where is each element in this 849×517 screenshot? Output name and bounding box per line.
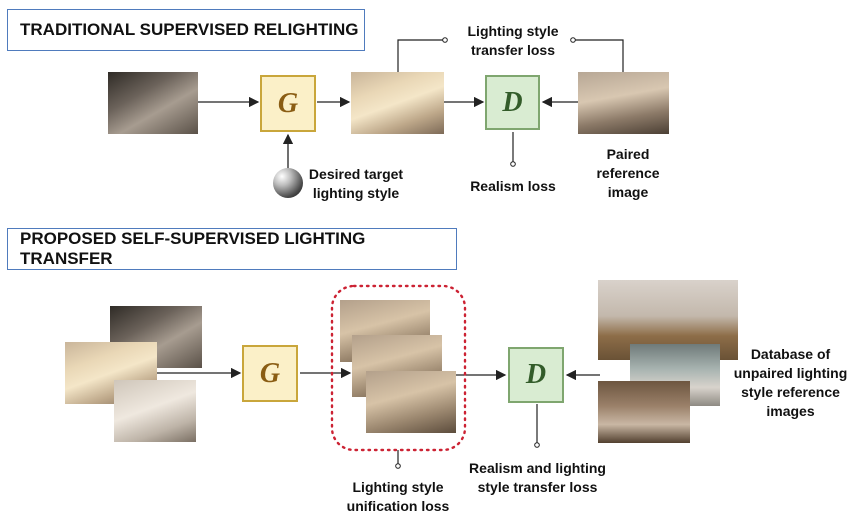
dotted-group-outline bbox=[330, 284, 467, 452]
database-label: Database of unpaired lighting style refe… bbox=[733, 346, 848, 419]
section-title-traditional: TRADITIONAL SUPERVISED RELIGHTING bbox=[7, 9, 365, 51]
line-output-to-transfer-loss bbox=[397, 39, 443, 72]
realism-loss-label: Realism loss bbox=[470, 178, 556, 194]
relit-output-image bbox=[351, 72, 444, 134]
generator-label: G bbox=[259, 357, 281, 389]
lighting-sphere-icon bbox=[273, 168, 303, 198]
discriminator-box: D bbox=[485, 75, 540, 130]
discriminator-label: D bbox=[525, 359, 547, 390]
discriminator-label: D bbox=[502, 86, 523, 118]
generator-label: G bbox=[277, 87, 299, 119]
discriminator-box: D bbox=[508, 347, 564, 403]
database-image-3 bbox=[598, 381, 690, 443]
section-title-proposed: PROPOSED SELF-SUPERVISED LIGHTING TRANSF… bbox=[7, 228, 457, 270]
desired-target-style-label: Desired target lighting style bbox=[308, 166, 404, 201]
generator-box: G bbox=[242, 345, 298, 402]
line-ref-to-transfer-loss bbox=[575, 39, 624, 72]
paired-reference-label: Paired reference image bbox=[596, 146, 660, 200]
paired-reference-image bbox=[578, 72, 669, 134]
input-image-3 bbox=[114, 380, 196, 442]
input-image bbox=[108, 72, 198, 134]
unification-loss-label: Lighting style unification loss bbox=[346, 479, 450, 514]
combined-loss-label: Realism and lighting style transfer loss bbox=[469, 460, 606, 495]
generator-box: G bbox=[260, 75, 316, 132]
output-image-3 bbox=[366, 371, 456, 433]
lighting-style-transfer-loss-label: Lighting style transfer loss bbox=[467, 23, 559, 58]
section-title-text: PROPOSED SELF-SUPERVISED LIGHTING TRANSF… bbox=[20, 229, 366, 268]
section-title-text: TRADITIONAL SUPERVISED RELIGHTING bbox=[20, 20, 359, 39]
